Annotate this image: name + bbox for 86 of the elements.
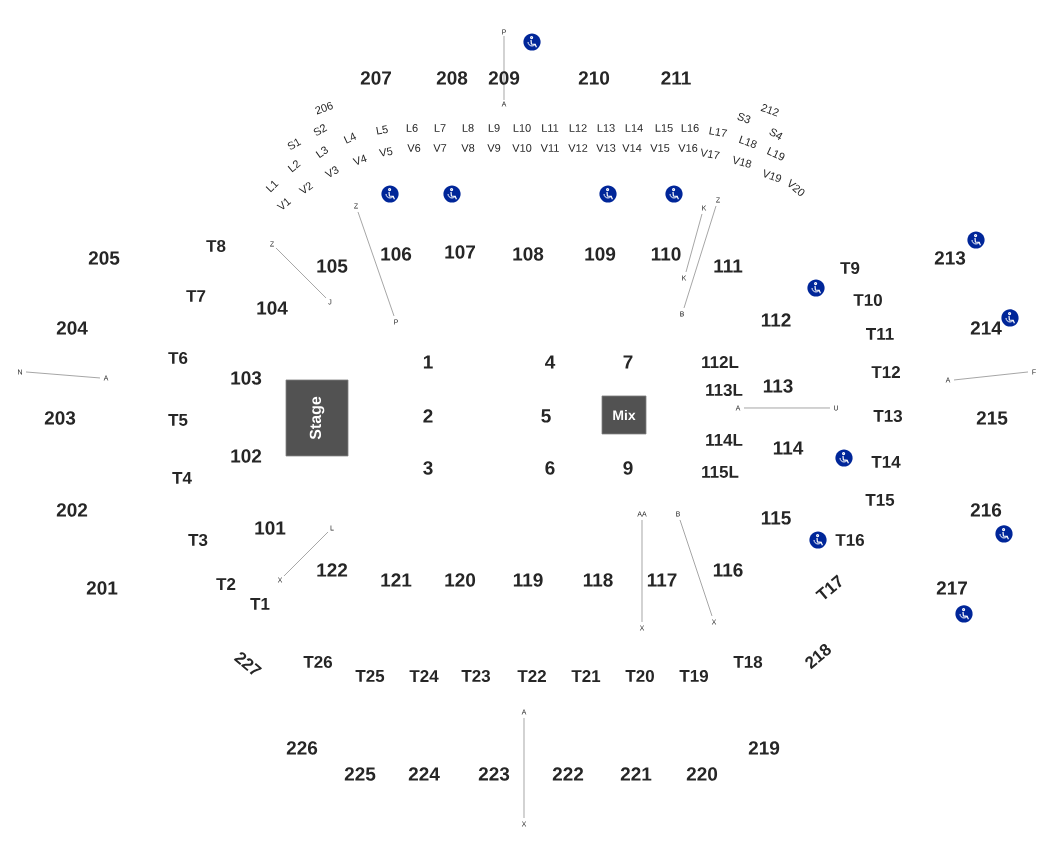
section-label: T17 bbox=[815, 574, 842, 600]
section-label: T19 bbox=[679, 669, 708, 682]
section-label: 224 bbox=[408, 767, 440, 781]
section-label: 207 bbox=[360, 71, 391, 85]
section-label: 226 bbox=[286, 741, 318, 755]
section-label: 118 bbox=[583, 573, 613, 587]
section-label: 112L bbox=[702, 356, 739, 368]
section-label: 110 bbox=[651, 247, 681, 261]
section-label: T25 bbox=[355, 669, 385, 682]
section-label: T11 bbox=[866, 328, 894, 340]
section-label: 220 bbox=[686, 767, 718, 781]
section-label: T7 bbox=[186, 290, 206, 302]
section-label: 203 bbox=[44, 411, 76, 425]
section-label: 3 bbox=[423, 461, 433, 475]
section-label: T21 bbox=[571, 670, 601, 682]
section-label: 109 bbox=[585, 247, 616, 261]
section-label: T20 bbox=[625, 669, 654, 682]
section-label: 2 bbox=[423, 409, 433, 423]
section-label: 4 bbox=[545, 355, 556, 369]
section-label: 213 bbox=[934, 251, 966, 265]
section-label: 223 bbox=[478, 767, 510, 781]
section-label: T2 bbox=[216, 578, 236, 590]
section-label: 108 bbox=[513, 247, 544, 261]
section-label: 102 bbox=[231, 449, 262, 463]
section-label: 221 bbox=[620, 767, 652, 781]
section-label: 202 bbox=[56, 503, 88, 517]
section-label: 120 bbox=[445, 573, 476, 587]
section-label: 122 bbox=[317, 563, 348, 577]
section-label: 117 bbox=[647, 573, 677, 587]
section-label: T10 bbox=[853, 293, 882, 306]
section-label: T23 bbox=[461, 669, 491, 682]
section-label: T9 bbox=[840, 261, 860, 274]
section-label: 115L bbox=[702, 466, 739, 478]
stage-box: Stage bbox=[285, 379, 349, 457]
section-label: T4 bbox=[172, 472, 192, 484]
section-label: 112 bbox=[761, 313, 791, 327]
section-label: T3 bbox=[188, 533, 208, 546]
section-label: T16 bbox=[835, 533, 865, 546]
section-label: 116 bbox=[713, 563, 743, 577]
section-label: T18 bbox=[733, 655, 763, 668]
section-label: 106 bbox=[381, 247, 412, 261]
section-label: 5 bbox=[541, 409, 551, 423]
section-label: 115 bbox=[761, 511, 791, 525]
section-label: 6 bbox=[545, 461, 555, 475]
section-label: T13 bbox=[873, 409, 903, 422]
section-label: T22 bbox=[517, 670, 546, 682]
section-label: 218 bbox=[805, 644, 831, 670]
section-label: 214 bbox=[970, 321, 1002, 335]
section-label: 101 bbox=[255, 521, 286, 535]
section-label: 111 bbox=[714, 259, 743, 273]
section-label: 211 bbox=[661, 71, 691, 85]
section-label: 215 bbox=[976, 411, 1008, 425]
section-label: 225 bbox=[344, 767, 376, 781]
section-label: T12 bbox=[871, 366, 900, 378]
section-label: T14 bbox=[871, 456, 901, 468]
section-label: 205 bbox=[88, 251, 120, 265]
section-label: 219 bbox=[748, 741, 780, 755]
section-label: 208 bbox=[436, 71, 468, 85]
section-label: 209 bbox=[488, 71, 520, 85]
section-label: 107 bbox=[445, 245, 475, 259]
section-label: 113 bbox=[763, 379, 793, 393]
section-label: 104 bbox=[257, 301, 288, 315]
section-label: 222 bbox=[552, 767, 584, 781]
section-label: 114L bbox=[706, 434, 743, 446]
section-label: 227 bbox=[233, 652, 262, 675]
section-label: 217 bbox=[936, 581, 967, 595]
section-label: 119 bbox=[513, 573, 543, 587]
section-label: T1 bbox=[250, 598, 270, 610]
section-label: 7 bbox=[623, 355, 633, 369]
section-label: 9 bbox=[623, 461, 633, 475]
section-label: 201 bbox=[86, 581, 118, 595]
section-label: 216 bbox=[970, 503, 1002, 517]
section-label: 105 bbox=[317, 259, 348, 273]
section-label: T5 bbox=[168, 414, 188, 426]
section-label: T6 bbox=[168, 351, 188, 364]
section-label: T26 bbox=[303, 655, 333, 668]
section-label: T15 bbox=[865, 494, 895, 506]
section-label: 1 bbox=[423, 355, 433, 369]
section-label: 121 bbox=[381, 573, 412, 587]
section-label: 114 bbox=[773, 441, 804, 455]
section-label: T24 bbox=[409, 670, 439, 682]
section-label: 204 bbox=[56, 321, 88, 335]
section-label: T8 bbox=[206, 239, 226, 252]
section-label: 113L bbox=[706, 383, 743, 396]
section-label: 210 bbox=[578, 71, 610, 85]
section-label: 103 bbox=[231, 371, 262, 385]
